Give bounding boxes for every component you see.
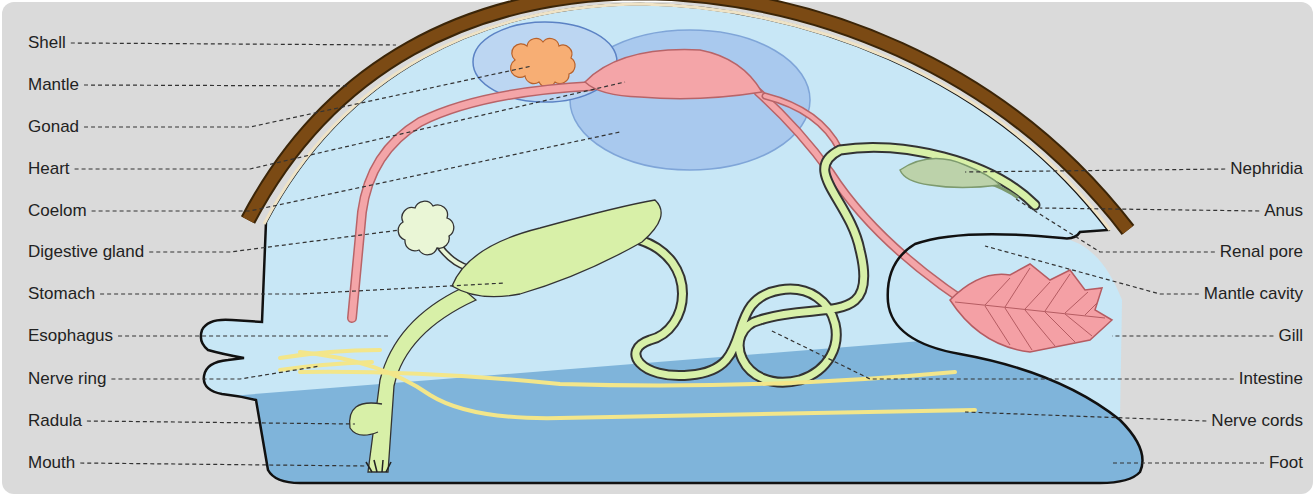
part-label: Gonad bbox=[28, 116, 79, 138]
gonad bbox=[511, 38, 575, 86]
blood-vessels bbox=[352, 86, 990, 318]
intestine bbox=[636, 147, 1035, 382]
leader-line bbox=[75, 82, 625, 169]
stomach bbox=[452, 200, 661, 297]
body-outline bbox=[201, 4, 1143, 483]
part-label: Gill bbox=[1278, 325, 1303, 347]
part-label: Radula bbox=[28, 410, 82, 432]
leader-line bbox=[965, 412, 1206, 421]
part-label: Nephridia bbox=[1230, 158, 1303, 180]
gill-filaments bbox=[955, 268, 1105, 350]
part-label: Heart bbox=[28, 158, 70, 180]
part-label: Renal pore bbox=[1220, 241, 1303, 263]
part-label: Mantle bbox=[28, 74, 79, 96]
shell-edge bbox=[248, 0, 1128, 230]
part-label: Anus bbox=[1264, 200, 1303, 222]
part-label: Shell bbox=[28, 32, 66, 54]
leader-line bbox=[985, 246, 1199, 294]
leader-line bbox=[111, 366, 320, 379]
nerves bbox=[280, 350, 975, 418]
part-label: Nerve ring bbox=[28, 368, 106, 390]
part-label: Mantle cavity bbox=[1204, 283, 1303, 305]
leader-line bbox=[92, 132, 620, 211]
leader-line bbox=[118, 335, 388, 336]
leader-line bbox=[84, 85, 350, 86]
part-label: Foot bbox=[1269, 452, 1303, 474]
digestive-gland bbox=[398, 201, 454, 255]
buccal-mass bbox=[350, 403, 382, 435]
part-label: Digestive gland bbox=[28, 241, 144, 263]
part-label: Stomach bbox=[28, 283, 95, 305]
leader-line bbox=[71, 43, 396, 45]
leader-line bbox=[1112, 335, 1273, 336]
leader-line bbox=[149, 230, 400, 252]
nephridia bbox=[900, 159, 1000, 188]
leader-line bbox=[80, 463, 365, 466]
leader-line bbox=[100, 283, 505, 294]
part-label: Intestine bbox=[1239, 368, 1303, 390]
leader-line bbox=[770, 330, 1234, 379]
leader-line bbox=[1016, 199, 1215, 252]
leader-line bbox=[1040, 208, 1259, 211]
esophagus bbox=[368, 288, 476, 472]
heart bbox=[585, 50, 762, 99]
leader-line bbox=[87, 421, 355, 424]
part-label: Coelom bbox=[28, 200, 87, 222]
mantle bbox=[264, 4, 1110, 230]
leader-line bbox=[965, 169, 1225, 172]
radula-teeth bbox=[366, 460, 391, 472]
gill bbox=[950, 264, 1112, 352]
part-label: Nerve cords bbox=[1211, 410, 1303, 432]
leader-line bbox=[84, 66, 532, 127]
part-label: Mouth bbox=[28, 452, 75, 474]
part-label: Esophagus bbox=[28, 325, 113, 347]
shell bbox=[248, 0, 1128, 230]
leader-line bbox=[1110, 462, 1264, 463]
